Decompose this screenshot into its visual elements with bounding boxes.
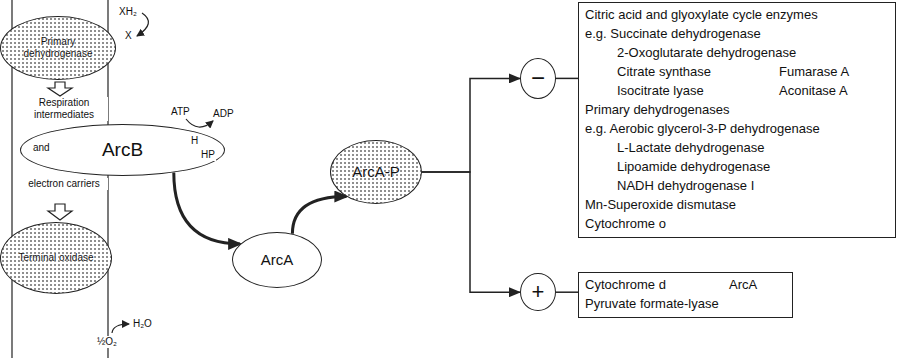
regulation-arrow	[422, 172, 520, 292]
gene-entry: Cytochrome d	[585, 277, 666, 293]
regulation-arrow	[422, 78, 520, 172]
regulation-arrow	[556, 78, 578, 80]
gene-entry: 2-Oxoglutarate dehydrogenase	[617, 45, 796, 61]
reaction-arrow	[186, 119, 213, 127]
gene-entry: Fumarase A	[779, 64, 849, 80]
annotation-label: H	[190, 135, 199, 147]
annotation-label: and	[32, 142, 51, 154]
gene-entry: Primary dehydrogenases	[585, 102, 730, 118]
gene-entry: Aconitase A	[779, 83, 848, 99]
sign-circle: +	[520, 273, 556, 311]
annotation-label: ADP	[212, 108, 235, 120]
reaction-arrow	[137, 13, 148, 36]
gene-list-box: Citric acid and glyoxylate cycle enzymes…	[578, 2, 896, 238]
sign-circle: −	[520, 58, 556, 99]
annotation-label: XH₂	[118, 6, 138, 18]
protein-name: ArcA-P	[352, 163, 400, 181]
flow-arrow	[48, 82, 72, 96]
regulation-arrow	[292, 197, 346, 234]
reaction-arrow	[112, 324, 129, 333]
gene-entry: Isocitrate lyase	[617, 83, 704, 99]
gene-list-box: Cytochrome d ArcA Pyruvate formate-lyase	[578, 272, 793, 318]
annotation-label: electron carriers	[20, 178, 108, 190]
annotation-label: ½O₂	[96, 336, 118, 348]
protein-name: ArcA	[261, 251, 294, 269]
gene-entry: e.g. Succinate dehydrogenase	[585, 26, 761, 42]
regulation-arrow	[174, 173, 240, 244]
annotation-label: X	[124, 30, 133, 42]
enzyme-blob: Primary dehydrogenase	[0, 16, 116, 80]
gene-entry: Citric acid and glyoxylate cycle enzymes	[585, 7, 818, 23]
gene-entry: ArcA	[729, 277, 757, 293]
enzyme-blob: Terminal oxidase	[0, 222, 112, 294]
gene-entry: Lipoamide dehydrogenase	[617, 159, 770, 175]
gene-entry: Citrate synthase	[617, 64, 711, 80]
gene-entry: Mn-Superoxide dismutase	[585, 197, 736, 213]
gene-entry: e.g. Aerobic glycerol-3-P dehydrogenase	[585, 121, 820, 137]
gene-entry: Pyruvate formate-lyase	[585, 296, 719, 312]
gene-entry: NADH dehydrogenase I	[617, 178, 754, 194]
protein-name: ArcB	[102, 139, 143, 162]
annotation-label: Respiration intermediates	[20, 97, 108, 121]
enzyme-name: Primary dehydrogenase	[12, 36, 104, 60]
gene-entry: Cytochrome o	[585, 216, 666, 232]
phospho-regulator: ArcA-P	[330, 140, 422, 204]
gene-entry: L-Lactate dehydrogenase	[617, 140, 764, 156]
regulation-arrow	[556, 291, 578, 293]
annotation-label: HP	[200, 149, 216, 161]
regulation-sign: +	[532, 279, 545, 305]
annotation-label: H₂O	[132, 318, 153, 330]
enzyme-name: Terminal oxidase	[18, 252, 93, 264]
annotation-label: ATP	[170, 106, 191, 118]
regulator-protein: ArcA	[232, 232, 322, 288]
regulation-sign: −	[531, 64, 545, 93]
sensor-kinase: ArcB	[20, 124, 225, 176]
flow-arrow	[48, 204, 72, 220]
